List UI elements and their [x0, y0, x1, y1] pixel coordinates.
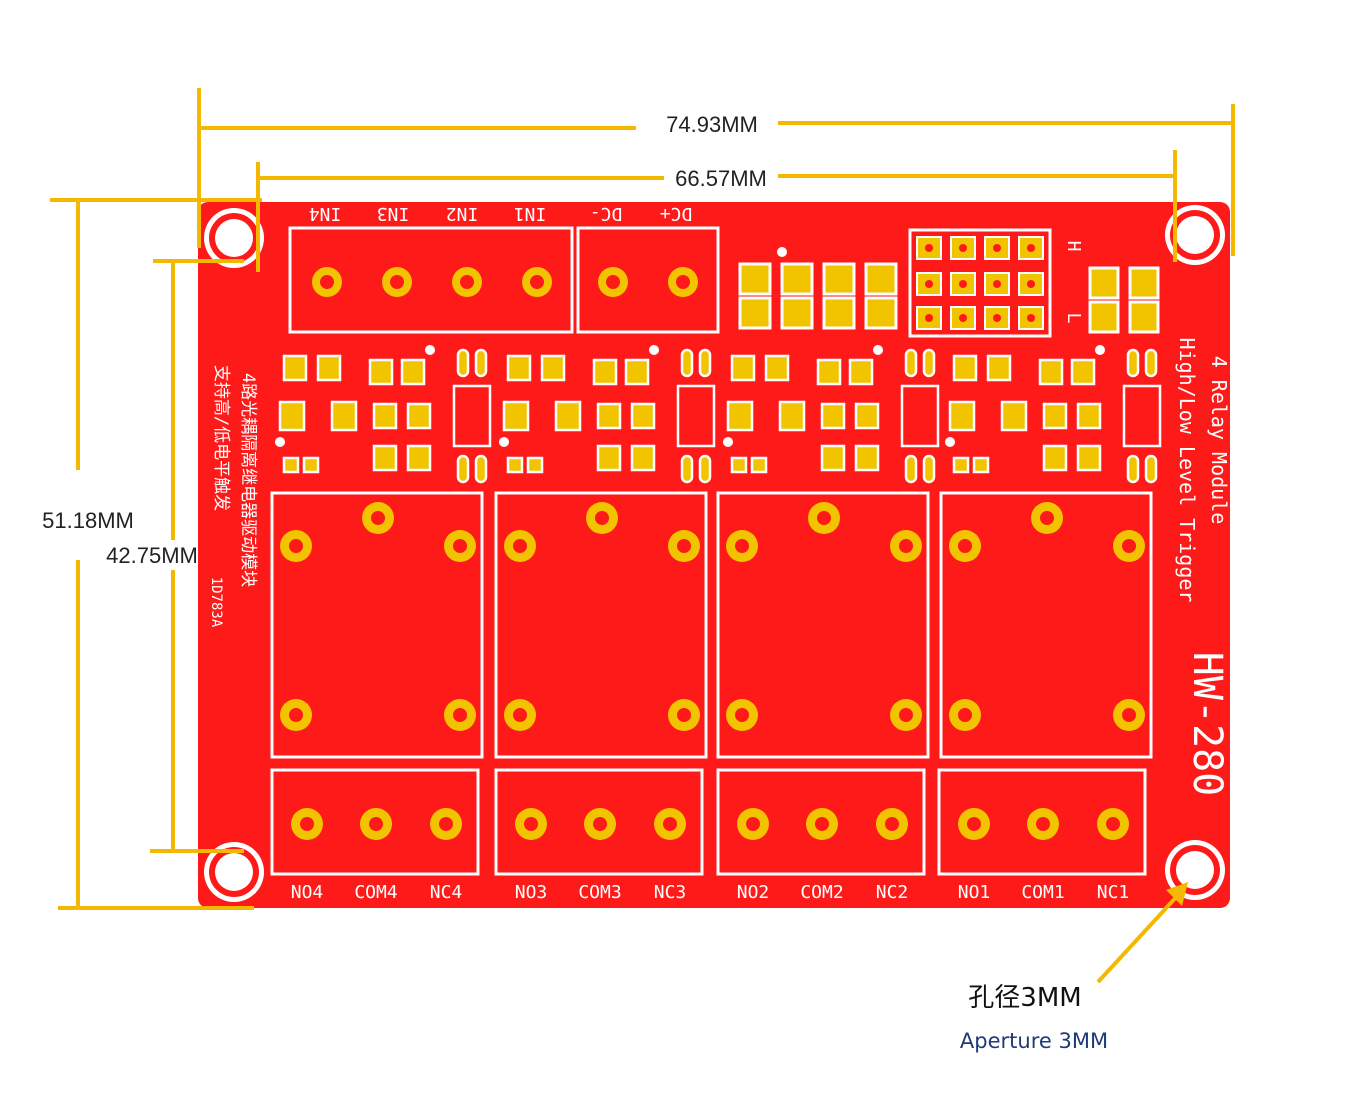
mounting-hole-bottom-left — [204, 842, 264, 902]
aperture-label-cn: 孔径3MM — [968, 983, 1081, 1013]
terminal-label: COM2 — [800, 882, 843, 903]
pcb-board — [198, 202, 1230, 908]
terminal-label: NC4 — [430, 882, 463, 903]
terminal-label: NC2 — [876, 882, 909, 903]
relay-3 — [494, 491, 708, 759]
smd-pad-group-top — [738, 262, 898, 330]
driver-channel-1 — [945, 345, 1162, 484]
jumper-pins — [916, 236, 1044, 330]
smd-pad-group-right — [1088, 266, 1160, 334]
output-terminal-2: NO2 COM2 NC2 — [716, 768, 926, 903]
board-code: 1D783A — [208, 577, 224, 628]
driver-channel-2 — [723, 345, 940, 484]
power-pin-label: DC- — [590, 203, 623, 224]
driver-components — [275, 345, 1162, 484]
input-pin-labels: IN4 IN3 IN2 IN1 DC- DC+ — [309, 203, 693, 224]
relay-2 — [716, 491, 930, 759]
dimension-lines — [50, 88, 1235, 984]
relay-1 — [939, 491, 1153, 759]
input-header-outline — [288, 226, 574, 334]
output-terminal-4: NO4 COM4 NC4 — [270, 768, 480, 903]
mounting-hole-top-right — [1165, 205, 1225, 265]
board-title-line1: 4 Relay Module — [1207, 356, 1231, 525]
power-pin-label: DC+ — [660, 203, 693, 224]
terminal-label: COM4 — [354, 882, 397, 903]
jumper-high-label: H — [1063, 241, 1084, 252]
terminal-label: COM1 — [1021, 882, 1064, 903]
relay-4 — [270, 491, 484, 759]
terminal-label: NO4 — [291, 882, 324, 903]
dim-overall-width: 74.93MM — [666, 112, 758, 137]
board-cn-line2: 支持高/低电平触发 — [211, 365, 231, 511]
mounting-hole-top-left — [204, 208, 264, 268]
dim-hole-spacing-x: 66.57MM — [675, 166, 767, 191]
jumper-low-label: L — [1063, 313, 1084, 324]
terminal-label: COM3 — [578, 882, 621, 903]
terminal-label: NO2 — [737, 882, 770, 903]
input-pin-label: IN3 — [377, 203, 410, 224]
driver-channel-4 — [275, 345, 492, 484]
terminal-label: NC3 — [654, 882, 687, 903]
input-pin-label: IN2 — [446, 203, 479, 224]
output-terminal-1: NO1 COM1 NC1 — [937, 768, 1147, 903]
dim-overall-height: 51.18MM — [42, 508, 134, 533]
output-terminals: NO4 COM4 NC4 NO3 COM3 NC3 NO2 COM2 NC2 NO1 COM1 NC1 — [270, 768, 1147, 903]
input-header-pads — [312, 267, 698, 297]
power-header-outline — [576, 226, 720, 334]
output-terminal-3: NO3 COM3 NC3 — [494, 768, 704, 903]
terminal-label: NO3 — [515, 882, 548, 903]
board-model: HW-280 — [1184, 652, 1230, 797]
relay-footprints — [270, 491, 1153, 759]
input-pin-label: IN1 — [514, 203, 547, 224]
board-title-line2: High/Low Level Trigger — [1175, 338, 1199, 603]
aperture-label-en: Aperture 3MM — [960, 1029, 1108, 1053]
dim-hole-spacing-y: 42.75MM — [106, 543, 198, 568]
terminal-label: NO1 — [958, 882, 991, 903]
input-pin-label: IN4 — [309, 203, 342, 224]
aperture-arrow-head — [1166, 882, 1188, 906]
board-cn-line1: 4路光耦隔离继电器驱动模块 — [238, 373, 258, 587]
jumper-block-outline — [908, 228, 1052, 338]
driver-channel-3 — [499, 345, 716, 484]
terminal-label: NC1 — [1097, 882, 1130, 903]
